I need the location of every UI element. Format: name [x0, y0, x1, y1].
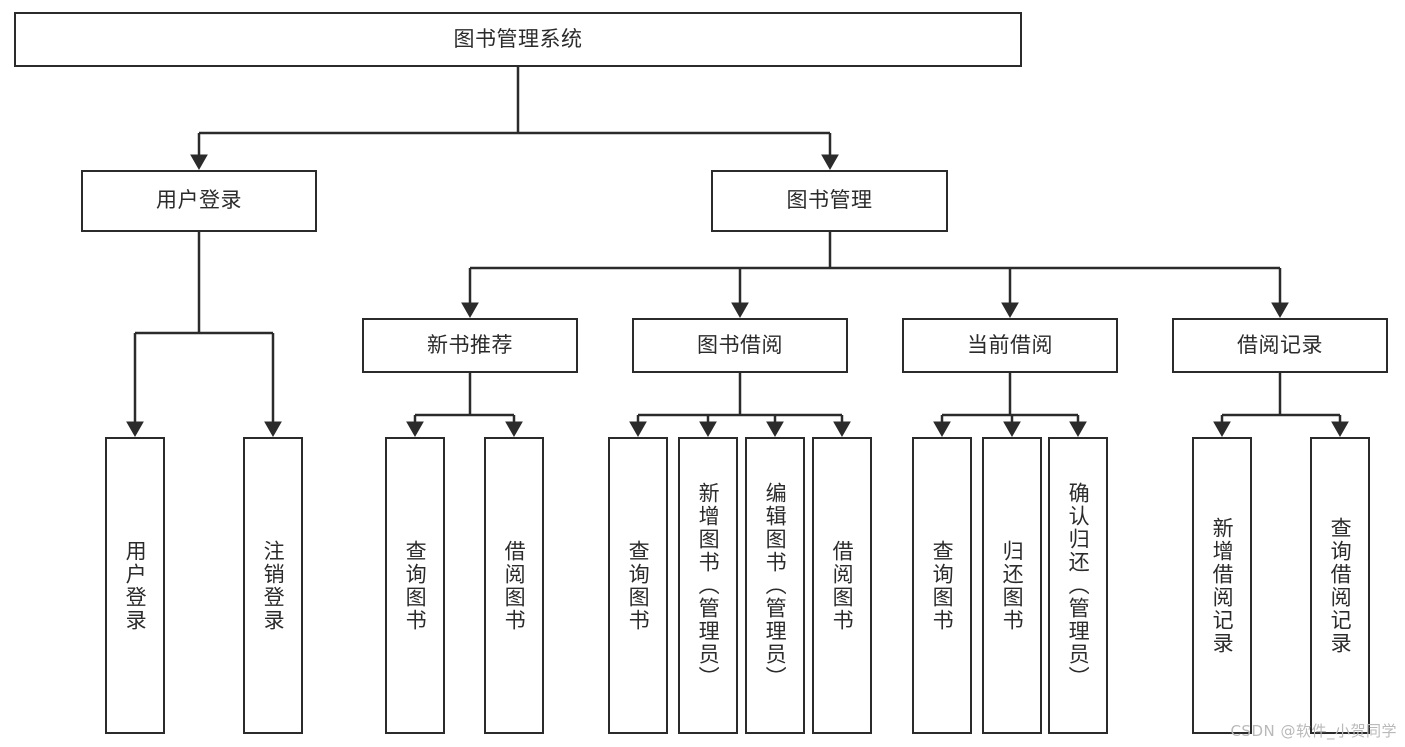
connector-group-current — [933, 373, 1087, 438]
node-label: 归还图书 — [1000, 539, 1025, 632]
arrowhead-icon — [1331, 421, 1349, 438]
watermark: CSDN @软件_小贺同学 — [1230, 722, 1397, 740]
node-leaf-current-confirm[interactable]: 确认归还（管理员） — [1048, 437, 1108, 734]
arrowhead-icon — [1069, 421, 1087, 438]
arrowhead-icon — [406, 421, 424, 438]
node-label: 借阅图书 — [502, 539, 527, 632]
node-leaf-borrow-add[interactable]: 新增图书（管理员） — [678, 437, 738, 734]
arrowhead-icon — [629, 421, 647, 438]
node-leaf-newbook-query[interactable]: 查询图书 — [385, 437, 445, 734]
arrowhead-icon — [461, 302, 479, 319]
arrowhead-icon — [190, 154, 208, 171]
arrowhead-icon — [264, 421, 282, 438]
arrowhead-icon — [766, 421, 784, 438]
arrowhead-icon — [1001, 302, 1019, 319]
node-label: 确认归还（管理员） — [1066, 482, 1091, 689]
node-label: 查询图书 — [626, 539, 651, 632]
node-leaf-newbook-borrow[interactable]: 借阅图书 — [484, 437, 544, 734]
node-borrow[interactable]: 图书借阅 — [632, 318, 848, 373]
arrowhead-icon — [1003, 421, 1021, 438]
node-label: 用户登录 — [123, 539, 148, 632]
node-login[interactable]: 用户登录 — [81, 170, 317, 232]
node-newbook[interactable]: 新书推荐 — [362, 318, 578, 373]
arrowhead-icon — [699, 421, 717, 438]
node-bookmgmt[interactable]: 图书管理 — [711, 170, 948, 232]
node-record[interactable]: 借阅记录 — [1172, 318, 1388, 373]
node-label: 当前借阅 — [967, 332, 1053, 357]
connector-group-login — [126, 232, 282, 438]
connector-group-record — [1213, 373, 1349, 438]
node-leaf-user-login[interactable]: 用户登录 — [105, 437, 165, 734]
arrowhead-icon — [731, 302, 749, 319]
node-leaf-borrow-query[interactable]: 查询图书 — [608, 437, 668, 734]
node-label: 图书管理系统 — [453, 26, 583, 51]
node-current[interactable]: 当前借阅 — [902, 318, 1118, 373]
node-label: 图书管理 — [786, 188, 873, 213]
arrowhead-icon — [833, 421, 851, 438]
node-label: 注销登录 — [261, 539, 286, 632]
node-label: 查询图书 — [403, 539, 428, 632]
arrowhead-icon — [1271, 302, 1289, 319]
node-label: 借阅图书 — [830, 539, 855, 632]
arrowhead-icon — [821, 154, 839, 171]
connector-group-bookmgmt — [461, 232, 1289, 319]
node-leaf-borrow-edit[interactable]: 编辑图书（管理员） — [745, 437, 805, 734]
node-label: 新增图书（管理员） — [696, 482, 721, 689]
node-leaf-borrow-lend[interactable]: 借阅图书 — [812, 437, 872, 734]
node-label: 图书借阅 — [697, 332, 783, 357]
node-label: 新增借阅记录 — [1210, 516, 1235, 655]
node-leaf-record-add[interactable]: 新增借阅记录 — [1192, 437, 1252, 734]
node-label: 查询图书 — [930, 539, 955, 632]
node-leaf-record-query[interactable]: 查询借阅记录 — [1310, 437, 1370, 734]
arrowhead-icon — [1213, 421, 1231, 438]
arrowhead-icon — [933, 421, 951, 438]
connector-group-newbook — [406, 373, 523, 438]
node-label: 借阅记录 — [1237, 332, 1323, 357]
node-leaf-current-query[interactable]: 查询图书 — [912, 437, 972, 734]
node-label: 编辑图书（管理员） — [763, 482, 788, 689]
node-leaf-user-logout[interactable]: 注销登录 — [243, 437, 303, 734]
arrowhead-icon — [505, 421, 523, 438]
node-root[interactable]: 图书管理系统 — [14, 12, 1022, 67]
node-leaf-current-return[interactable]: 归还图书 — [982, 437, 1042, 734]
node-label: 用户登录 — [156, 188, 242, 213]
node-label: 查询借阅记录 — [1328, 516, 1353, 655]
arrowhead-icon — [126, 421, 144, 438]
connector-group-borrow — [629, 373, 851, 438]
connector-group-root — [190, 67, 839, 171]
node-label: 新书推荐 — [427, 332, 513, 357]
